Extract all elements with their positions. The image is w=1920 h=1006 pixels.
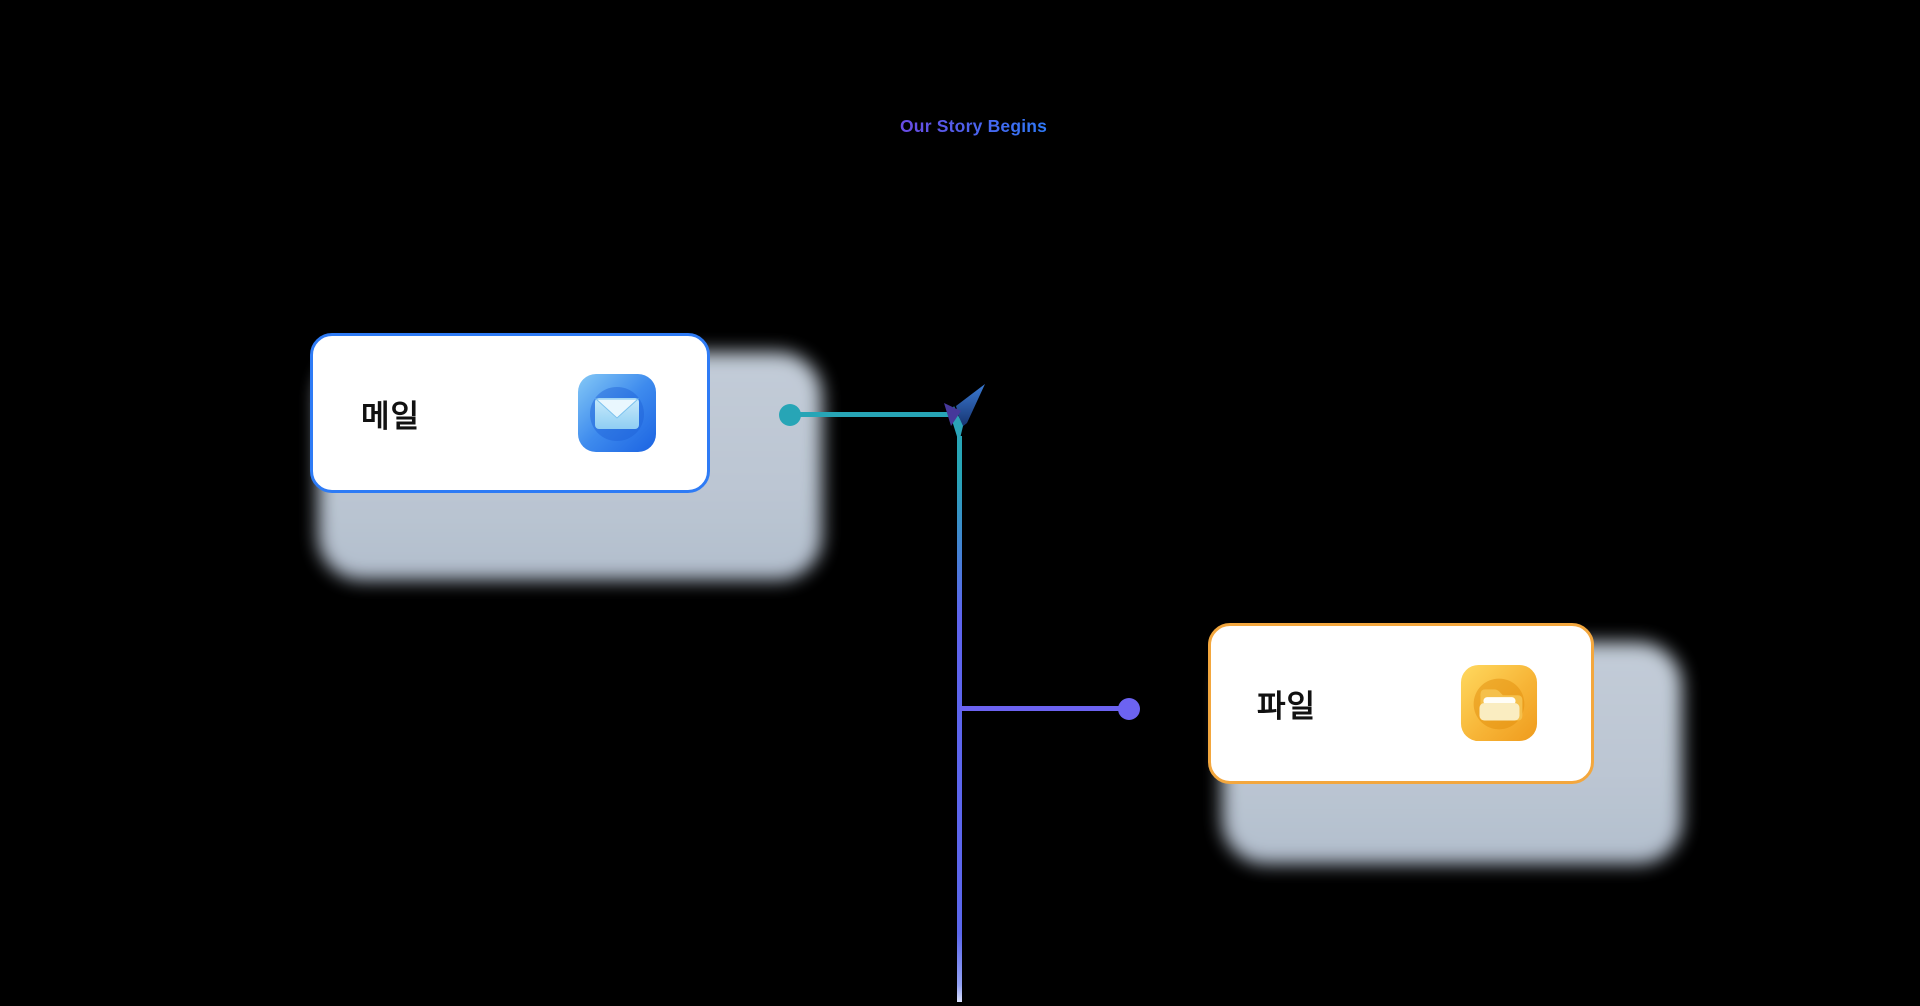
node-file-label: 파일 <box>1257 689 1317 724</box>
mail-app-icon <box>577 373 657 453</box>
node-card-mail[interactable]: 메일 <box>310 333 710 493</box>
connector-line-file[interactable] <box>960 706 1120 711</box>
connector-endpoint-dot-file[interactable] <box>1118 698 1140 720</box>
connector-trunk-line[interactable] <box>957 436 962 1002</box>
connector-line-mail[interactable] <box>789 412 957 417</box>
connector-arrowhead-icon <box>944 384 985 443</box>
diagram-title[interactable]: Our Story Begins <box>900 116 1048 136</box>
node-card-file[interactable]: 파일 <box>1208 623 1594 784</box>
node-mail-label: 메일 <box>361 398 421 434</box>
folder-app-icon <box>1460 664 1540 744</box>
